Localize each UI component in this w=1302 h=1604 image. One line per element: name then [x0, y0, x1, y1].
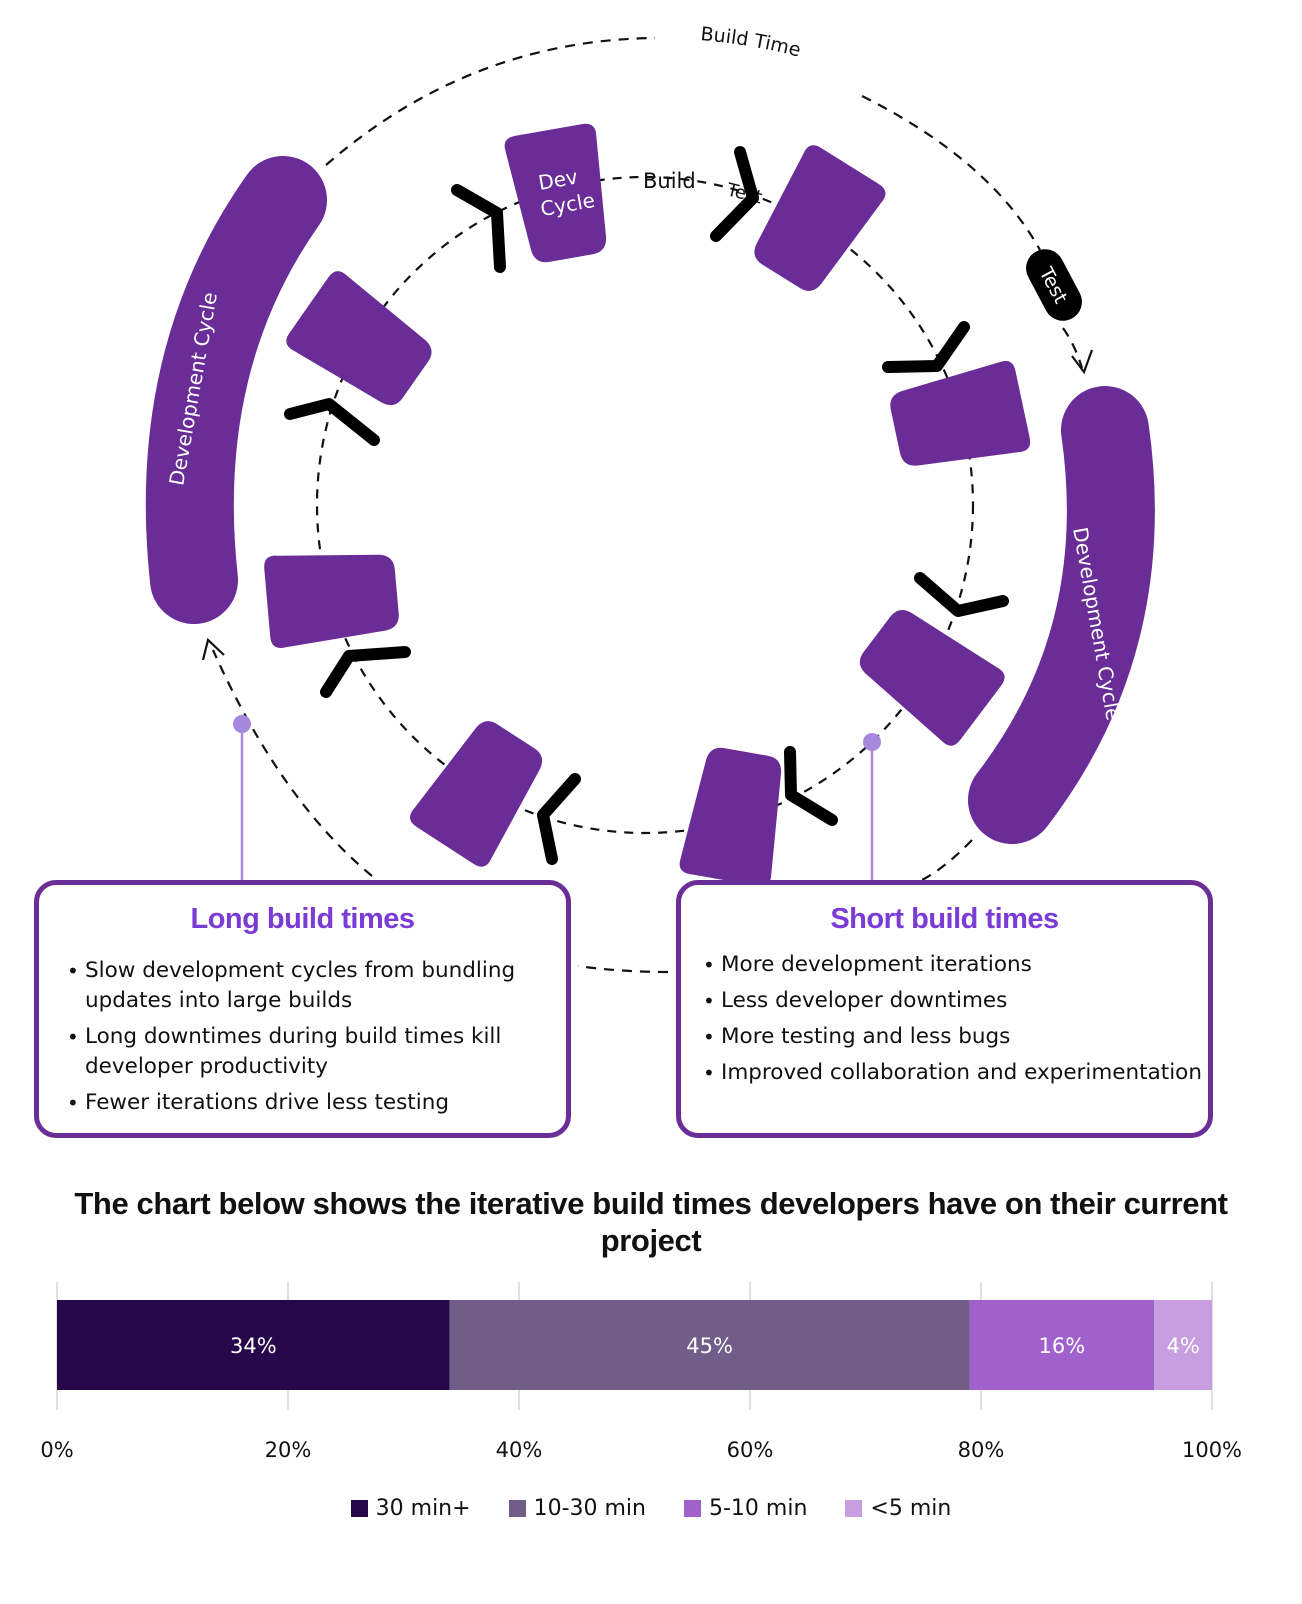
bar-data-label: 34% [230, 1334, 277, 1358]
test-pill: Test [1026, 249, 1082, 321]
build-time-stacked-bar-chart: 34% 45% 16% 4% 0% 20% 40% 60% 80% 100% [40, 1282, 1242, 1462]
chevron-icon [451, 184, 506, 273]
inner-dashed-cycle [315, 175, 975, 835]
legend-item: 30 min+ [350, 1496, 471, 1521]
legend-item: <5 min [845, 1496, 951, 1521]
left-development-cycle-arc [145, 156, 327, 624]
short-build-times-list: More development iterations Less develop… [681, 950, 1208, 1088]
outer-arrowhead-right [1071, 349, 1094, 375]
outer-arc-bottom [577, 964, 669, 974]
chart-legend: 30 min+ 10-30 min 5-10 min <5 min [0, 1496, 1302, 1521]
chart-x-tick-labels: 0% 20% 40% 60% 80% 100% [40, 1438, 1242, 1462]
outer-arc-top-left [325, 36, 656, 166]
short-panel-connector [863, 733, 881, 882]
outer-arrowhead-left [201, 637, 225, 661]
bar-data-label: 4% [1166, 1334, 1199, 1358]
list-item: Long downtimes during build times kill d… [65, 1022, 566, 1082]
cycle-block-3 [859, 609, 1005, 746]
cycle-block-2 [890, 360, 1031, 466]
legend-item: 5-10 min [683, 1496, 808, 1521]
bar-segment [449, 1300, 970, 1390]
cycle-block-7 [286, 271, 432, 406]
legend-swatch [350, 1500, 368, 1517]
chevron-icon [784, 746, 838, 826]
x-tick-label: 60% [727, 1438, 774, 1462]
bar-segment [1154, 1300, 1212, 1390]
inner-build-label: Build [643, 169, 696, 193]
x-tick-label: 0% [40, 1438, 73, 1462]
list-item: More development iterations [701, 950, 1208, 980]
list-item: Improved collaboration and experimentati… [701, 1058, 1208, 1088]
right-development-cycle-arc [968, 386, 1155, 844]
chevron-icon [320, 646, 411, 698]
list-item: Fewer iterations drive less testing [65, 1088, 566, 1118]
chevron-icon [882, 321, 970, 373]
bar-segment [969, 1300, 1155, 1390]
outer-dashed-arc [211, 36, 1084, 974]
bar-segment [57, 1300, 450, 1390]
short-build-times-panel: Short build times More development itera… [676, 880, 1213, 1138]
x-tick-label: 100% [1182, 1438, 1242, 1462]
list-item: Slow development cycles from bundling up… [65, 956, 566, 1016]
legend-swatch [683, 1500, 701, 1517]
chart-bars [57, 1300, 1212, 1390]
bar-data-label: 45% [686, 1334, 733, 1358]
legend-label: 30 min+ [375, 1496, 471, 1521]
short-build-times-title: Short build times [830, 903, 1059, 935]
chart-title: The chart below shows the iterative buil… [74, 1186, 1228, 1258]
legend-swatch [845, 1500, 863, 1517]
chevron-icon [284, 398, 380, 446]
dev-cycle-block [504, 123, 607, 263]
legend-label: 5-10 min [708, 1496, 808, 1521]
outer-arc-left-bottom [211, 649, 373, 877]
legend-swatch [508, 1500, 526, 1517]
x-tick-label: 20% [265, 1438, 312, 1462]
long-panel-connector [233, 715, 251, 882]
list-item: More testing and less bugs [701, 1022, 1208, 1052]
cycle-block-6 [264, 554, 399, 648]
chevron-icon [914, 572, 1009, 617]
cycle-block-5 [410, 721, 543, 867]
legend-label: <5 min [870, 1496, 952, 1521]
outer-arc-top-right [861, 95, 1041, 251]
cycle-block-4 [679, 747, 782, 887]
bar-data-label: 16% [1039, 1334, 1086, 1358]
legend-label: 10-30 min [533, 1496, 646, 1521]
chart-data-labels: 34% 45% 16% 4% [230, 1334, 1200, 1358]
long-build-times-title: Long build times [190, 903, 416, 935]
x-tick-label: 40% [496, 1438, 543, 1462]
build-time-label: Build Time [700, 23, 804, 62]
x-tick-label: 80% [958, 1438, 1005, 1462]
chevron-icon [710, 146, 759, 242]
chevron-icon [537, 773, 581, 865]
outer-arc-right-bottom [921, 839, 973, 881]
list-item: Less developer downtimes [701, 986, 1208, 1016]
cycle-block-1 [754, 145, 886, 291]
build-cycle-diagram: Build Time Test Development Cycle Develo… [145, 23, 1155, 974]
legend-item: 10-30 min [508, 1496, 646, 1521]
long-build-times-list: Slow development cycles from bundling up… [39, 956, 566, 1118]
outer-arc-test-to-right [1062, 327, 1084, 369]
long-build-times-panel: Long build times Slow development cycles… [34, 880, 571, 1138]
